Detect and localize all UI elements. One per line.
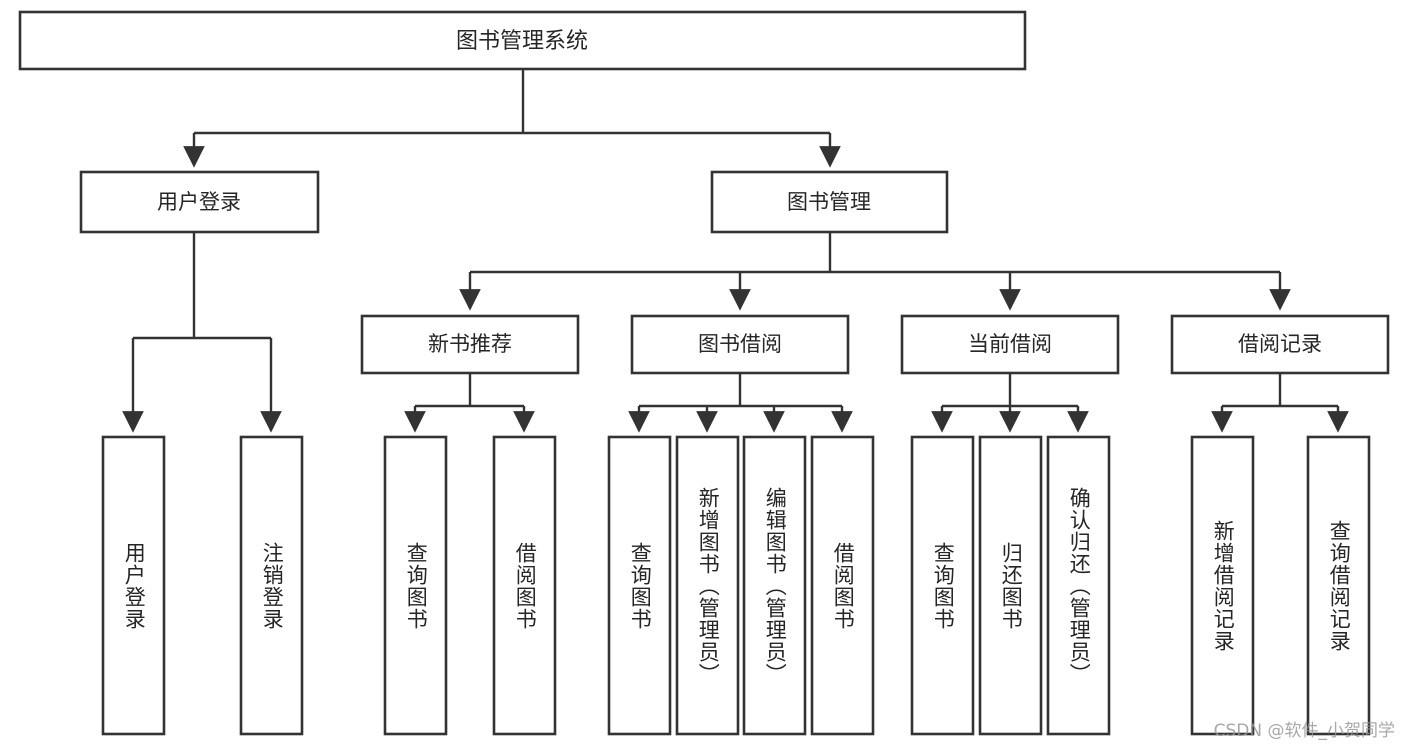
node-leaf-edit-book[interactable] xyxy=(742,435,807,736)
csdn-watermark: CSDN @软件_小贺同学 xyxy=(1213,721,1395,741)
edge-borrow-record-to-leaves xyxy=(1211,373,1349,433)
node-new-book-recommend-label: 新书推荐 xyxy=(428,332,512,356)
node-leaf-query-book-3[interactable] xyxy=(910,435,975,736)
edge-user-login-to-leaves xyxy=(122,232,282,433)
node-book-borrow[interactable]: 图书借阅 xyxy=(630,314,850,375)
node-borrow-record[interactable]: 借阅记录 xyxy=(1170,314,1390,375)
node-leaf-confirm-return[interactable] xyxy=(1046,435,1111,736)
node-user-login-label: 用户登录 xyxy=(157,190,241,214)
node-leaf-query-book-2[interactable] xyxy=(607,435,672,736)
node-borrow-record-label: 借阅记录 xyxy=(1238,332,1322,356)
edge-book-manage-to-level3 xyxy=(459,232,1291,311)
node-root-label: 图书管理系统 xyxy=(456,29,588,54)
node-current-borrow[interactable]: 当前借阅 xyxy=(900,314,1120,375)
node-user-login[interactable]: 用户登录 xyxy=(79,170,320,234)
node-leaf-borrow-book-1[interactable] xyxy=(492,435,557,736)
edge-new-book-recommend-to-leaves xyxy=(404,373,535,433)
edge-current-borrow-to-leaves xyxy=(931,373,1089,433)
node-leaf-user-logout[interactable] xyxy=(239,435,304,736)
edge-book-borrow-to-leaves xyxy=(628,373,853,433)
node-current-borrow-label: 当前借阅 xyxy=(968,332,1052,356)
node-leaf-return-book[interactable] xyxy=(978,435,1043,736)
node-book-manage[interactable]: 图书管理 xyxy=(710,170,949,234)
node-book-manage-label: 图书管理 xyxy=(787,190,871,214)
node-leaf-add-record[interactable] xyxy=(1190,435,1255,736)
node-book-borrow-label: 图书借阅 xyxy=(698,332,782,356)
node-root[interactable]: 图书管理系统 xyxy=(18,10,1027,71)
node-leaf-borrow-book-2[interactable] xyxy=(810,435,875,736)
node-leaf-query-book-1[interactable] xyxy=(383,435,448,736)
edge-root-to-level2 xyxy=(183,69,841,168)
node-leaf-add-book[interactable] xyxy=(675,435,740,736)
node-leaf-user-login[interactable] xyxy=(101,435,166,736)
node-new-book-recommend[interactable]: 新书推荐 xyxy=(360,314,580,375)
node-leaf-query-record[interactable] xyxy=(1306,435,1371,736)
